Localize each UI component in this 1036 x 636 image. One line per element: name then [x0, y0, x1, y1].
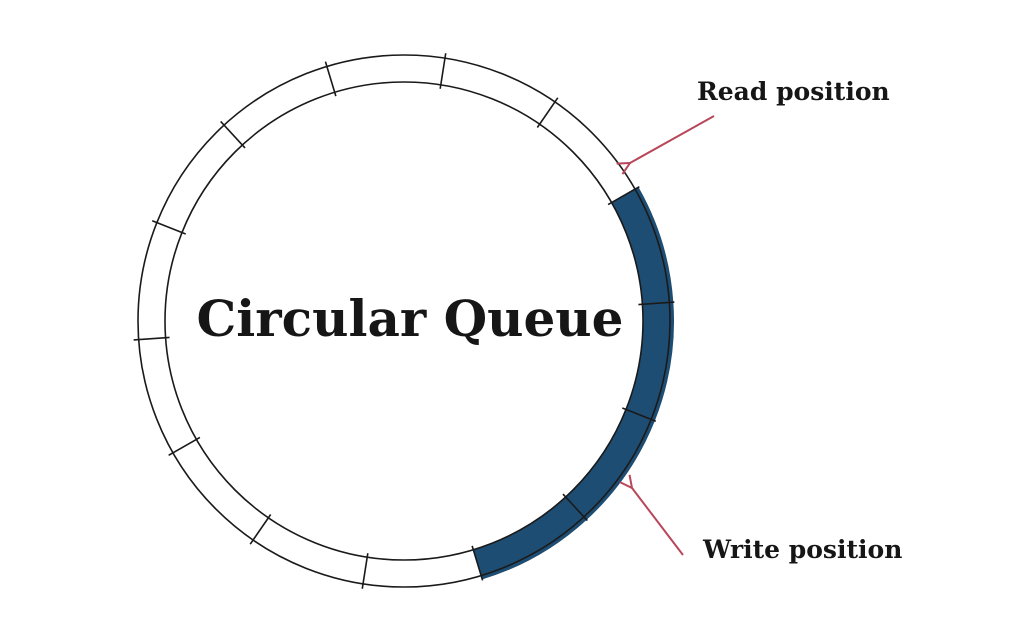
diagram-title: Circular Queue [197, 289, 624, 348]
write-arrow [632, 488, 684, 556]
filled-slot-13 [611, 187, 674, 305]
write-position-label: Write position [702, 535, 902, 564]
read-pointer: Read position [630, 77, 890, 163]
circular-queue-ring [133, 53, 675, 589]
slot-divider-11 [439, 53, 447, 89]
slot-divider-5 [249, 514, 272, 545]
slot-divider-2 [562, 493, 588, 522]
read-position-label: Read position [697, 77, 890, 106]
filled-slot-2 [473, 497, 587, 580]
slot-divider-7 [133, 336, 170, 341]
slot-divider-9 [220, 120, 246, 149]
slot-divider-3 [471, 545, 484, 581]
filled-slot-0 [626, 302, 674, 421]
slot-divider-8 [151, 219, 186, 235]
ring-inner-edge [164, 81, 644, 561]
slot-divider-10 [324, 61, 337, 97]
filled-slot-1 [565, 409, 655, 520]
slot-divider-13 [607, 185, 640, 206]
slot-divider-1 [622, 407, 657, 423]
write-pointer: Write position [632, 488, 902, 564]
slot-divider-4 [361, 553, 369, 589]
ring-outer-edge [137, 54, 671, 588]
read-arrow [630, 115, 715, 163]
slot-divider-12 [536, 97, 559, 128]
slot-divider-0 [638, 301, 675, 306]
slot-divider-6 [168, 436, 201, 457]
